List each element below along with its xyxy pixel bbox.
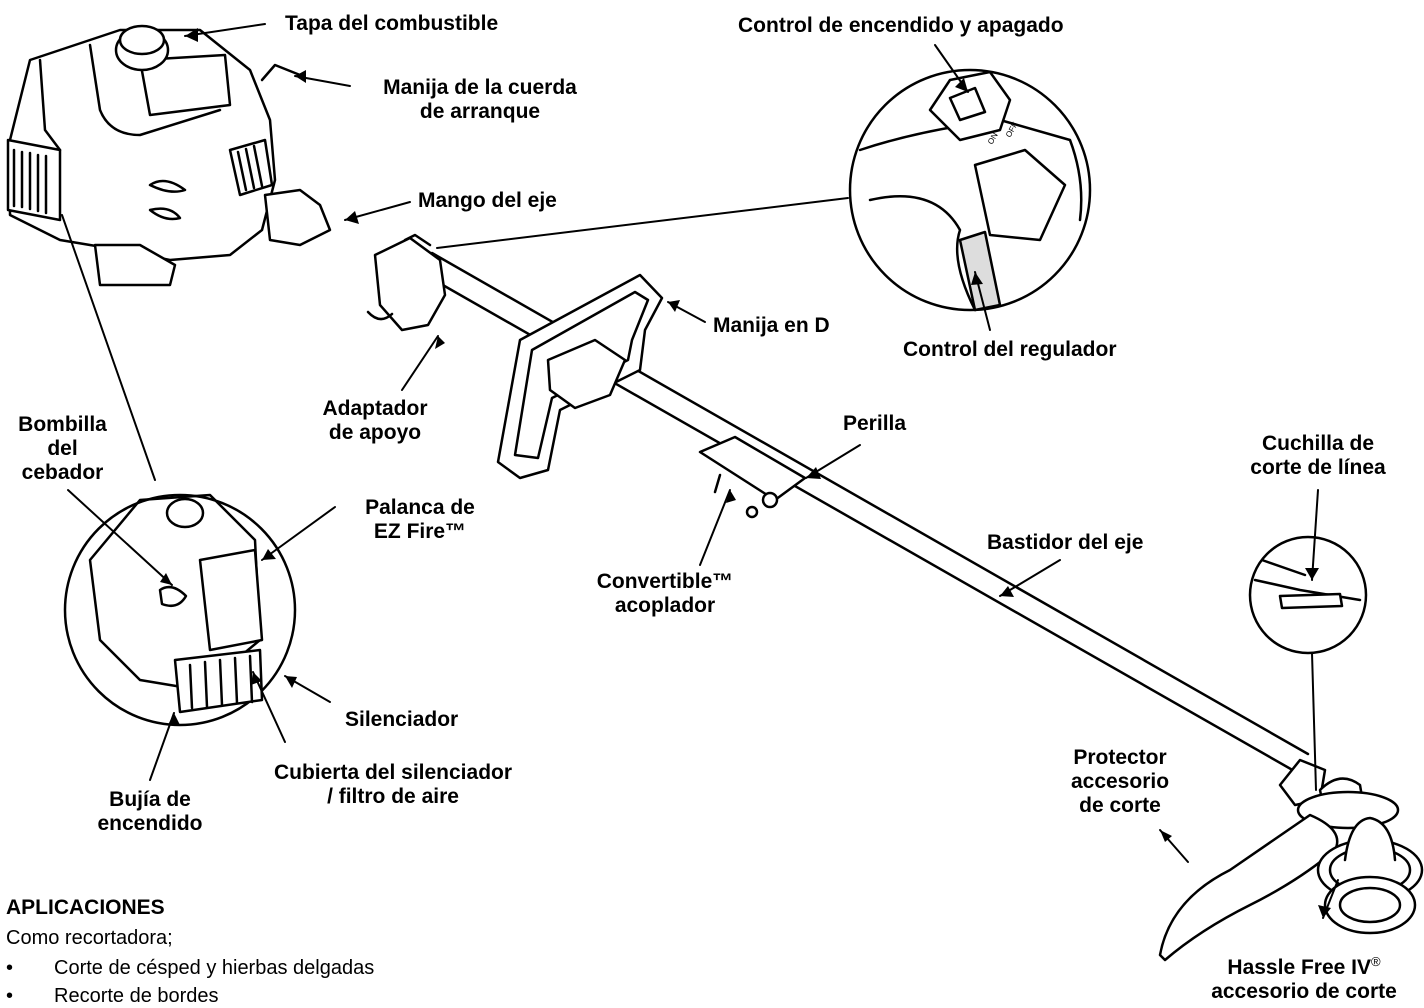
label-support-adapter: Adaptador de apoyo	[300, 397, 450, 445]
label-guard: Protector accesorio de corte	[1045, 746, 1195, 818]
inset-switch	[850, 70, 1090, 310]
label-starter-handle: Manija de la cuerda de arranque	[355, 76, 605, 124]
cutting-head	[1160, 760, 1422, 960]
inset-cutter	[1250, 537, 1366, 653]
label-muffler: Silenciador	[345, 708, 458, 732]
label-on-off: Control de encendido y apagado	[738, 14, 1064, 38]
registered-mark: ®	[1371, 954, 1381, 969]
label-primer-bulb: Bombilla del cebador	[0, 413, 125, 485]
label-shaft-handle: Mango del eje	[418, 189, 557, 213]
coupler	[700, 437, 805, 517]
applications-intro: Como recortadora;	[6, 927, 173, 950]
engine	[8, 26, 330, 285]
label-shaft-frame: Bastidor del eje	[987, 531, 1143, 555]
trigger-handle	[368, 235, 445, 330]
label-muffler-cover: Cubierta del silenciador / filtro de air…	[243, 761, 543, 809]
label-knob: Perilla	[843, 412, 906, 436]
label-coupler: Convertible™ acoplador	[575, 570, 755, 618]
list-item: •Recorte de bordes	[6, 985, 219, 1008]
bullet-text: Recorte de bordes	[54, 985, 219, 1007]
hassle-free-desc: accesorio de corte	[1211, 980, 1397, 1003]
hassle-free-name: Hassle Free IV	[1227, 956, 1371, 979]
label-fuel-cap: Tapa del combustible	[285, 12, 498, 36]
applications-heading: APLICACIONES	[6, 896, 165, 920]
label-ez-fire: Palanca de EZ Fire™	[345, 496, 495, 544]
label-spark-plug: Bujía de encendido	[85, 788, 215, 836]
label-hassle-free: Hassle Free IV® accesorio de corte	[1185, 950, 1423, 1004]
label-line-cutter: Cuchilla de corte de línea	[1228, 432, 1408, 480]
label-throttle: Control del regulador	[903, 338, 1117, 362]
label-d-handle: Manija en D	[713, 314, 830, 338]
list-item: •Corte de césped y hierbas delgadas	[6, 957, 374, 980]
bullet-text: Corte de césped y hierbas delgadas	[54, 957, 374, 979]
